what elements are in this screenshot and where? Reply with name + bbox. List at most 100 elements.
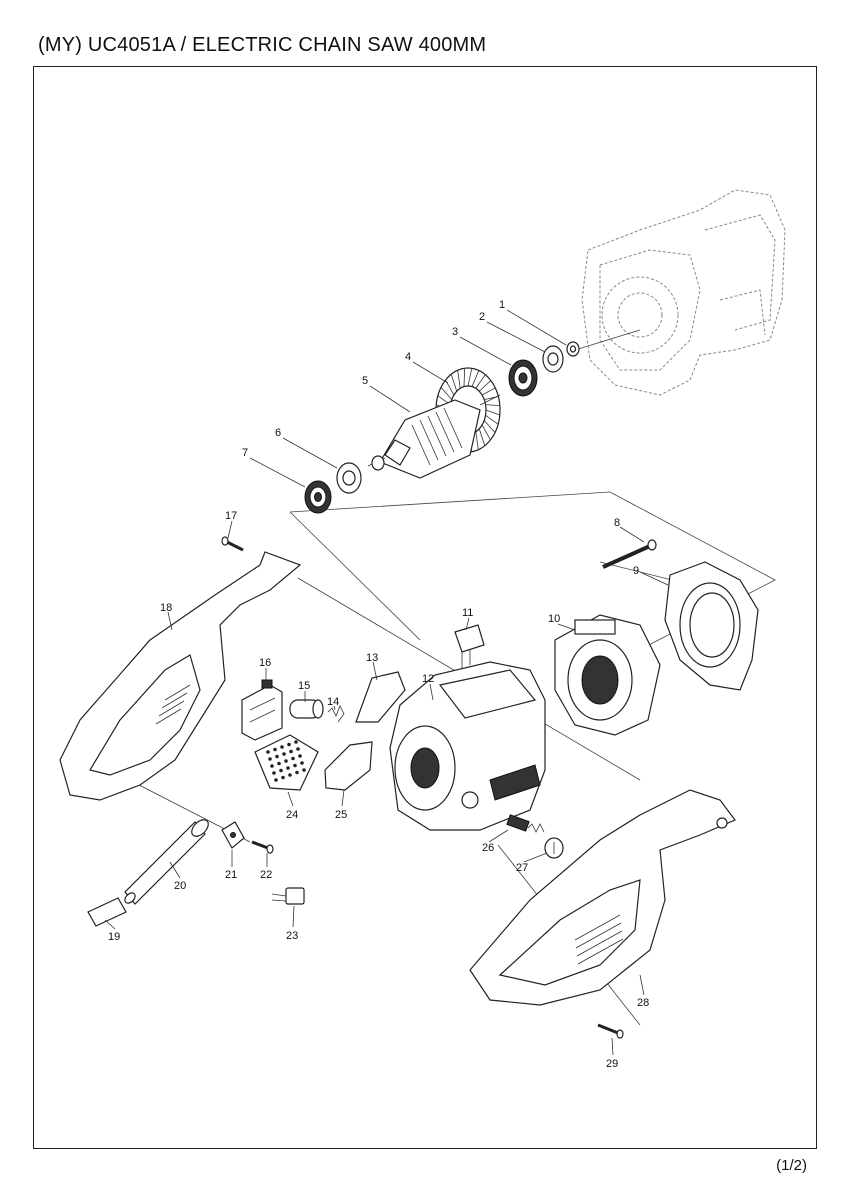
part-28-handle-cover[interactable] [469, 789, 736, 1006]
part-19-cord[interactable] [87, 897, 127, 927]
part-17-screw[interactable] [221, 536, 244, 552]
callout-24: 24 [286, 809, 298, 821]
part-22-screw[interactable] [251, 840, 274, 854]
callout-25: 25 [335, 809, 347, 821]
filter-hole [268, 757, 272, 761]
fan-blade [475, 374, 486, 389]
fan-blade [485, 409, 500, 416]
callout-28: 28 [637, 997, 649, 1009]
part-14-spring[interactable] [327, 705, 345, 723]
part-11-switch[interactable] [454, 624, 485, 668]
filter-hole [281, 775, 285, 780]
callout-10: 10 [548, 613, 560, 625]
callout-19: 19 [108, 931, 120, 943]
handle-cover-vents [574, 914, 624, 965]
filter-hole [286, 766, 290, 770]
callout-17: 17 [225, 510, 237, 522]
callout-9: 9 [633, 565, 639, 577]
filter-hole [288, 773, 292, 777]
filter-hole [300, 761, 304, 765]
filter-hole [279, 768, 283, 773]
part-21-strain-relief[interactable] [221, 821, 245, 849]
fan-blade [440, 387, 453, 400]
fan-blade [485, 404, 500, 407]
callout-6: 6 [275, 427, 281, 439]
part-5-armature[interactable] [367, 394, 501, 479]
filter-hole [294, 740, 298, 744]
handle-grip-ribs [155, 684, 191, 725]
fan-blade [450, 374, 458, 392]
callout-1: 1 [499, 299, 505, 311]
part-27-brush-holder-cap[interactable] [544, 837, 564, 859]
callout-20: 20 [174, 880, 186, 892]
part-1-nut[interactable] [566, 341, 580, 357]
fan-blade [483, 420, 496, 433]
callout-12: 12 [422, 673, 434, 685]
callout-5: 5 [362, 375, 368, 387]
part-26-carbon-brush[interactable] [506, 814, 545, 833]
part-8-screw[interactable] [602, 539, 657, 569]
part-25-switch-lever[interactable] [324, 741, 373, 791]
filter-hole [289, 749, 293, 754]
page-number: (1/2) [776, 1157, 807, 1174]
filter-hole [277, 761, 281, 766]
fan-blade [457, 370, 461, 389]
fan-blade [471, 370, 480, 387]
part-12-motor-housing[interactable] [389, 661, 546, 831]
part-23-noise-suppressor[interactable] [271, 887, 305, 905]
filter-hole [270, 764, 274, 768]
filter-hole [280, 745, 284, 749]
part-24-filter[interactable] [254, 734, 319, 791]
part-16-terminal[interactable] [241, 679, 283, 741]
ghost-gear-housing [581, 189, 786, 396]
part-29-screw[interactable] [597, 1023, 624, 1039]
callout-14: 14 [327, 696, 339, 708]
fan-blade [467, 368, 473, 387]
callout-29: 29 [606, 1058, 618, 1070]
filter-hole [284, 759, 288, 763]
filter-hole [287, 742, 291, 747]
callout-16: 16 [259, 657, 271, 669]
callout-7: 7 [242, 447, 248, 459]
part-9-baffle-plate[interactable] [664, 561, 759, 691]
part-2-bearing-retainer[interactable] [542, 345, 564, 373]
fan-blade [478, 380, 492, 392]
filter-hole [266, 750, 270, 754]
callout-11: 11 [462, 607, 473, 619]
fan-blade [481, 424, 491, 441]
fan-blade [475, 431, 479, 450]
part-15-lock-button[interactable] [289, 699, 324, 719]
page-title: (MY) UC4051A / ELECTRIC CHAIN SAW 400MM [38, 34, 487, 56]
fan-blade [478, 428, 486, 446]
callout-27: 27 [516, 862, 528, 874]
armature-windings [411, 407, 463, 466]
fan-blade [463, 368, 466, 387]
callout-18: 18 [160, 602, 172, 614]
callout-4: 4 [405, 351, 411, 363]
leader-lines [104, 309, 669, 1056]
callout-13: 13 [366, 652, 378, 664]
part-13-insulation-sheet[interactable] [355, 671, 406, 723]
filter-hole [291, 756, 295, 761]
part-18-handle-set[interactable] [59, 551, 302, 801]
callout-2: 2 [479, 311, 485, 323]
filter-hole [293, 763, 297, 768]
filter-hole [302, 768, 306, 772]
fan-blade [485, 415, 499, 425]
part-20-cord-guard[interactable] [123, 817, 211, 905]
filter-hole [274, 778, 278, 782]
part-3-ball-bearing[interactable] [508, 359, 538, 397]
callout-8: 8 [614, 517, 620, 529]
filter-hole [273, 747, 277, 752]
part-7-ball-bearing[interactable] [304, 480, 332, 514]
filter-hole [282, 752, 286, 756]
part-10-field[interactable] [554, 614, 661, 736]
callout-26: 26 [482, 842, 494, 854]
filter-hole [298, 754, 302, 758]
fan-blade [481, 387, 496, 396]
callout-22: 22 [260, 869, 272, 881]
part-6-washer[interactable] [336, 462, 362, 494]
filter-hole [295, 770, 299, 775]
filter-hole [272, 771, 276, 775]
